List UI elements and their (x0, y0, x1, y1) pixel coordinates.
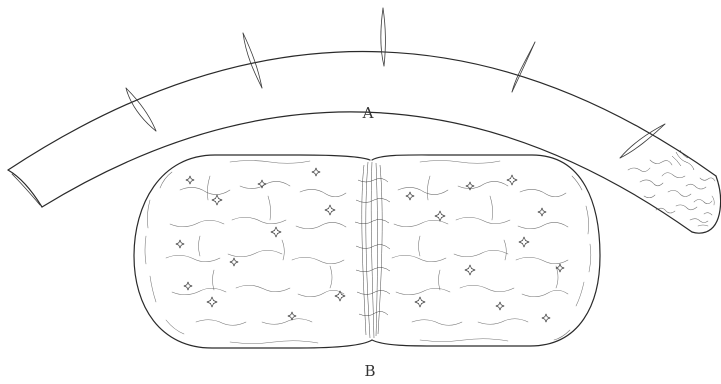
filament-right-end (692, 176, 721, 233)
left-daughter-cell (134, 155, 372, 348)
filament-inner-edge (42, 112, 692, 232)
cell-wall-texture (145, 161, 591, 344)
central-septum (355, 162, 390, 338)
panel-b-label: B (364, 362, 375, 380)
cytoplasm-texture (166, 176, 568, 325)
right-daughter-cell (372, 155, 600, 346)
cell-septa (126, 8, 665, 158)
panel-a-label: A (362, 104, 374, 122)
dividing-cell-drawing (134, 155, 600, 348)
end-cell-texture (628, 150, 715, 226)
